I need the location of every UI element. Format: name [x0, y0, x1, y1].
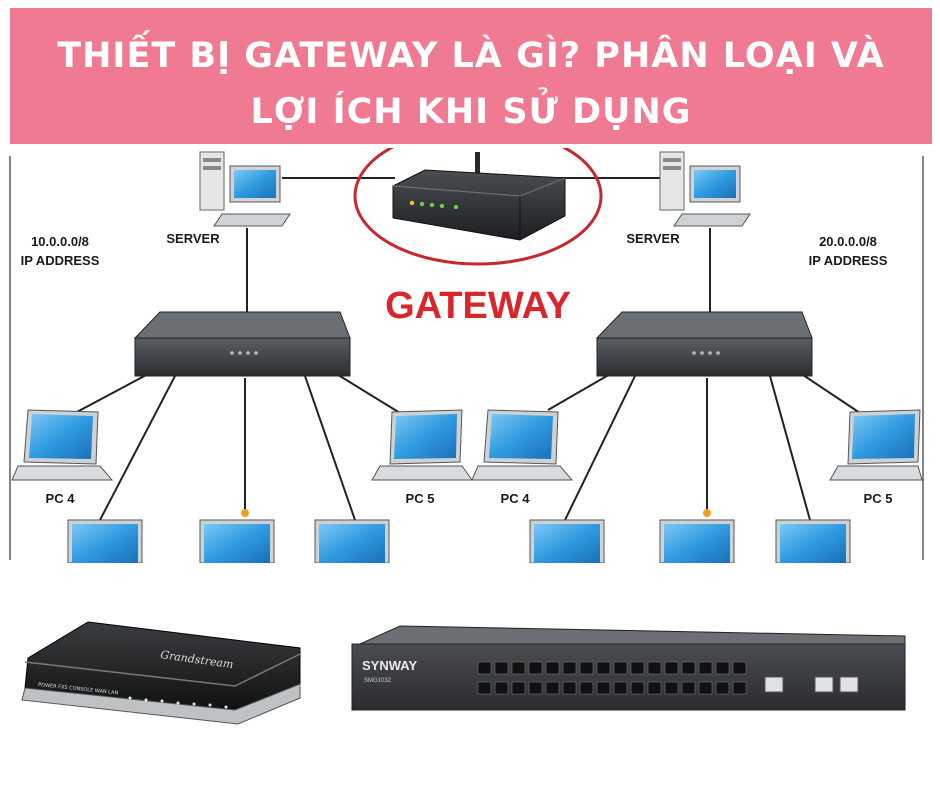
- left-ip-caption: IP ADDRESS: [21, 253, 100, 268]
- connector-dot-right: [703, 509, 711, 517]
- rj11-port: [630, 661, 645, 675]
- right-switch-icon: [595, 311, 813, 377]
- rj11-port: [596, 681, 611, 695]
- rj11-port: [664, 681, 679, 695]
- network-diagram: GATEWAY SERVER 10.0.0.0/8 IP ADDRESS SER…: [9, 148, 924, 563]
- right-pc4-label: PC 4: [501, 491, 531, 506]
- right-ip-address: 20.0.0.0/8: [819, 234, 877, 249]
- right-device-model: SMG1032: [364, 678, 392, 684]
- rj11-port: [681, 661, 696, 675]
- grandstream-gateway-device: Grandstream POWER FXS CONSOLE WAN LAN: [21, 621, 301, 725]
- rj11-port: [494, 681, 509, 695]
- left-ip-address: 10.0.0.0/8: [31, 234, 89, 249]
- left-pc4-label: PC 4: [46, 491, 76, 506]
- gateway-label: GATEWAY: [385, 285, 571, 327]
- gateway-highlight-ellipse: [353, 148, 603, 266]
- right-device-brand: SYNWAY: [362, 658, 417, 673]
- left-switch-icon: [133, 311, 351, 377]
- rj11-port: [681, 681, 696, 695]
- laptop-bottom-left-1-icon: [67, 519, 143, 563]
- laptop-pc4-right-icon: [471, 409, 574, 481]
- right-ip-caption: IP ADDRESS: [809, 253, 888, 268]
- rj11-port: [647, 681, 662, 695]
- rj11-port-bank: [477, 661, 747, 695]
- laptop-bottom-right-1-icon: [529, 519, 605, 563]
- title-line-1: THIẾT BỊ GATEWAY LÀ GÌ? PHÂN LOẠI VÀ: [57, 36, 885, 76]
- rj11-port: [596, 661, 611, 675]
- laptop-pc5-right-icon: [829, 409, 923, 481]
- laptop-pc5-left-icon: [371, 409, 473, 481]
- left-server-label: SERVER: [166, 231, 220, 246]
- rj11-port: [664, 661, 679, 675]
- rj11-port: [715, 681, 730, 695]
- rj11-port: [698, 681, 713, 695]
- rj11-port: [698, 661, 713, 675]
- laptop-bottom-right-3-icon: [775, 519, 851, 563]
- rj11-port: [545, 681, 560, 695]
- rj11-port: [579, 681, 594, 695]
- right-server-icon: [659, 151, 751, 227]
- lan-port: [814, 676, 834, 693]
- rj11-port: [511, 661, 526, 675]
- rj11-port: [545, 661, 560, 675]
- rj11-port: [528, 661, 543, 675]
- right-pc5-label: PC 5: [864, 491, 893, 506]
- rj11-port: [511, 681, 526, 695]
- rj11-port: [477, 681, 492, 695]
- laptop-pc4-left-icon: [11, 409, 114, 481]
- rj11-port: [562, 681, 577, 695]
- rj11-port: [732, 661, 747, 675]
- laptop-bottom-left-3-icon: [314, 519, 390, 563]
- rj11-port: [528, 681, 543, 695]
- rj11-port: [630, 681, 645, 695]
- rj11-port: [579, 661, 594, 675]
- synway-gateway-device: SYNWAY SMG1032: [351, 625, 906, 711]
- rj11-port: [715, 661, 730, 675]
- rj11-port: [477, 661, 492, 675]
- rj11-port: [613, 681, 628, 695]
- router-icon: [392, 152, 566, 241]
- title-line-2: LỢI ÍCH KHI SỬ DỤNG: [250, 92, 692, 132]
- console-port: [764, 676, 784, 693]
- rj11-port: [562, 661, 577, 675]
- left-server-icon: [199, 151, 291, 227]
- left-pc5-label: PC 5: [406, 491, 435, 506]
- connector-dot-left: [241, 509, 249, 517]
- rj11-port: [613, 661, 628, 675]
- laptop-bottom-left-2-icon: [199, 509, 275, 563]
- rj11-port: [647, 661, 662, 675]
- product-photos: Grandstream POWER FXS CONSOLE WAN LAN SY…: [21, 621, 906, 725]
- laptop-bottom-right-2-icon: [659, 509, 735, 563]
- right-switch-links: [547, 372, 861, 521]
- wan-port: [839, 676, 859, 693]
- rj11-port: [732, 681, 747, 695]
- title-banner: THIẾT BỊ GATEWAY LÀ GÌ? PHÂN LOẠI VÀ LỢI…: [10, 8, 932, 144]
- right-server-label: SERVER: [626, 231, 680, 246]
- rj11-port: [494, 661, 509, 675]
- left-switch-links: [74, 372, 401, 521]
